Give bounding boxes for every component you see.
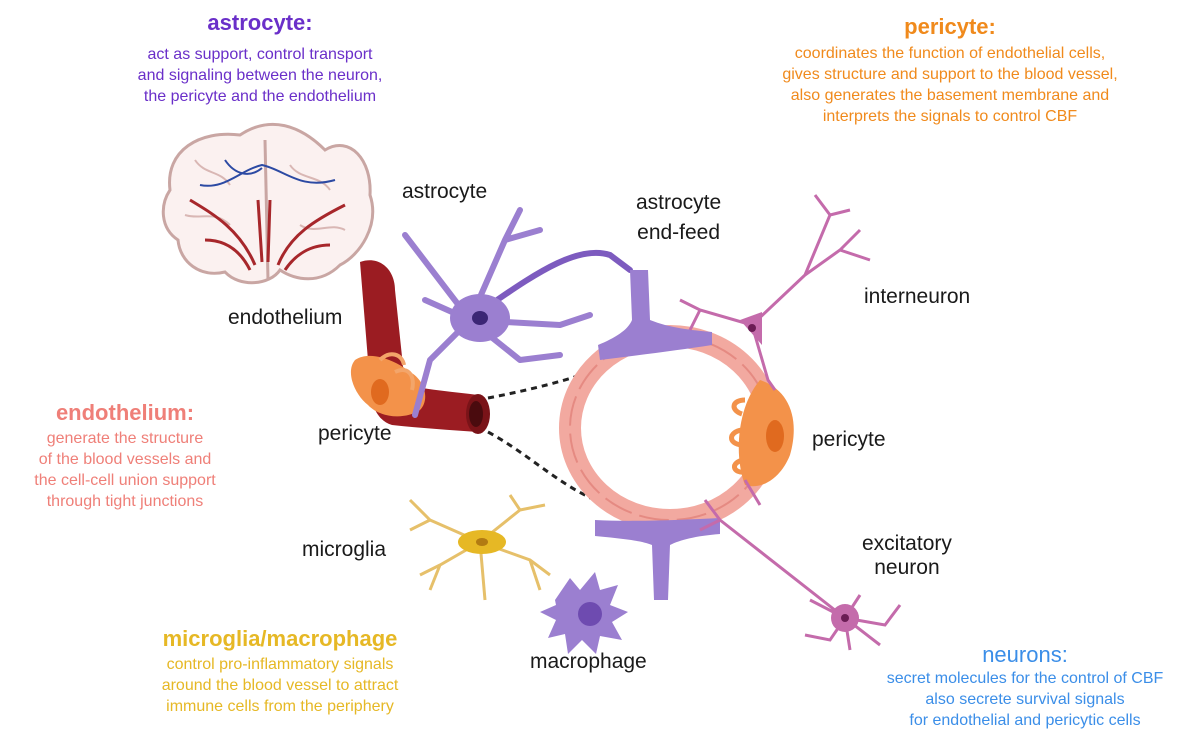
- pericyte-desc-line: coordinates the function of endothelial …: [740, 43, 1160, 64]
- pericyte-desc-line: gives structure and support to the blood…: [740, 64, 1160, 85]
- pericyte-title: pericyte:: [740, 14, 1160, 40]
- astrocyte-cell: [405, 210, 630, 415]
- endothelium-title: endothelium:: [0, 400, 250, 426]
- neurons-title: neurons:: [860, 642, 1190, 668]
- endothelium-panel: endothelium: generate the structure of t…: [0, 400, 250, 512]
- label-astrocyte-endfeed-line: end-feed: [636, 218, 721, 248]
- neurons-desc-line: secret molecules for the control of CBF: [860, 668, 1190, 689]
- label-astrocyte-endfeed-line: astrocyte: [636, 188, 721, 218]
- label-endothelium: endothelium: [228, 306, 342, 330]
- neurons-panel: neurons: secret molecules for the contro…: [860, 642, 1190, 731]
- label-astrocyte: astrocyte: [402, 180, 487, 204]
- astrocyte-desc-line: the pericyte and the endothelium: [80, 86, 440, 107]
- microglia-desc-line: immune cells from the periphery: [120, 696, 440, 717]
- neurons-desc-line: also secrete survival signals: [860, 689, 1190, 710]
- astrocyte-desc-line: and signaling between the neuron,: [80, 65, 440, 86]
- astrocyte-desc-line: act as support, control transport: [80, 44, 440, 65]
- endothelium-desc-line: through tight junctions: [0, 491, 250, 512]
- pericyte-cell: [351, 354, 425, 416]
- label-astrocyte-endfeed: astrocyte end-feed: [636, 188, 721, 248]
- brain-icon: [163, 124, 372, 282]
- astrocyte-panel: astrocyte: act as support, control trans…: [80, 10, 440, 107]
- astrocyte-title: astrocyte:: [80, 10, 440, 36]
- microglia-desc-line: control pro-inflammatory signals: [120, 654, 440, 675]
- label-microglia: microglia: [302, 538, 386, 562]
- endothelium-desc-line: generate the structure: [0, 428, 250, 449]
- pericyte-desc-line: also generates the basement membrane and: [740, 85, 1160, 106]
- endothelium-desc-line: the cell-cell union support: [0, 470, 250, 491]
- microglia-panel: microglia/macrophage control pro-inflamm…: [120, 626, 440, 717]
- label-excitatory-neuron: excitatory neuron: [862, 532, 952, 580]
- label-macrophage: macrophage: [530, 650, 647, 674]
- endothelium-desc-line: of the blood vessels and: [0, 449, 250, 470]
- label-excitatory-line: excitatory: [862, 532, 952, 556]
- macrophage-cell: [540, 572, 628, 654]
- label-pericyte-left: pericyte: [318, 422, 392, 446]
- microglia-desc-line: around the blood vessel to attract: [120, 675, 440, 696]
- pericyte-desc-line: interprets the signals to control CBF: [740, 106, 1160, 127]
- neurons-desc-line: for endothelial and pericytic cells: [860, 710, 1190, 731]
- label-interneuron: interneuron: [864, 285, 970, 309]
- label-pericyte-right: pericyte: [812, 428, 886, 452]
- microglia-title: microglia/macrophage: [120, 626, 440, 652]
- label-excitatory-line: neuron: [862, 556, 952, 580]
- pericyte-panel: pericyte: coordinates the function of en…: [740, 14, 1160, 127]
